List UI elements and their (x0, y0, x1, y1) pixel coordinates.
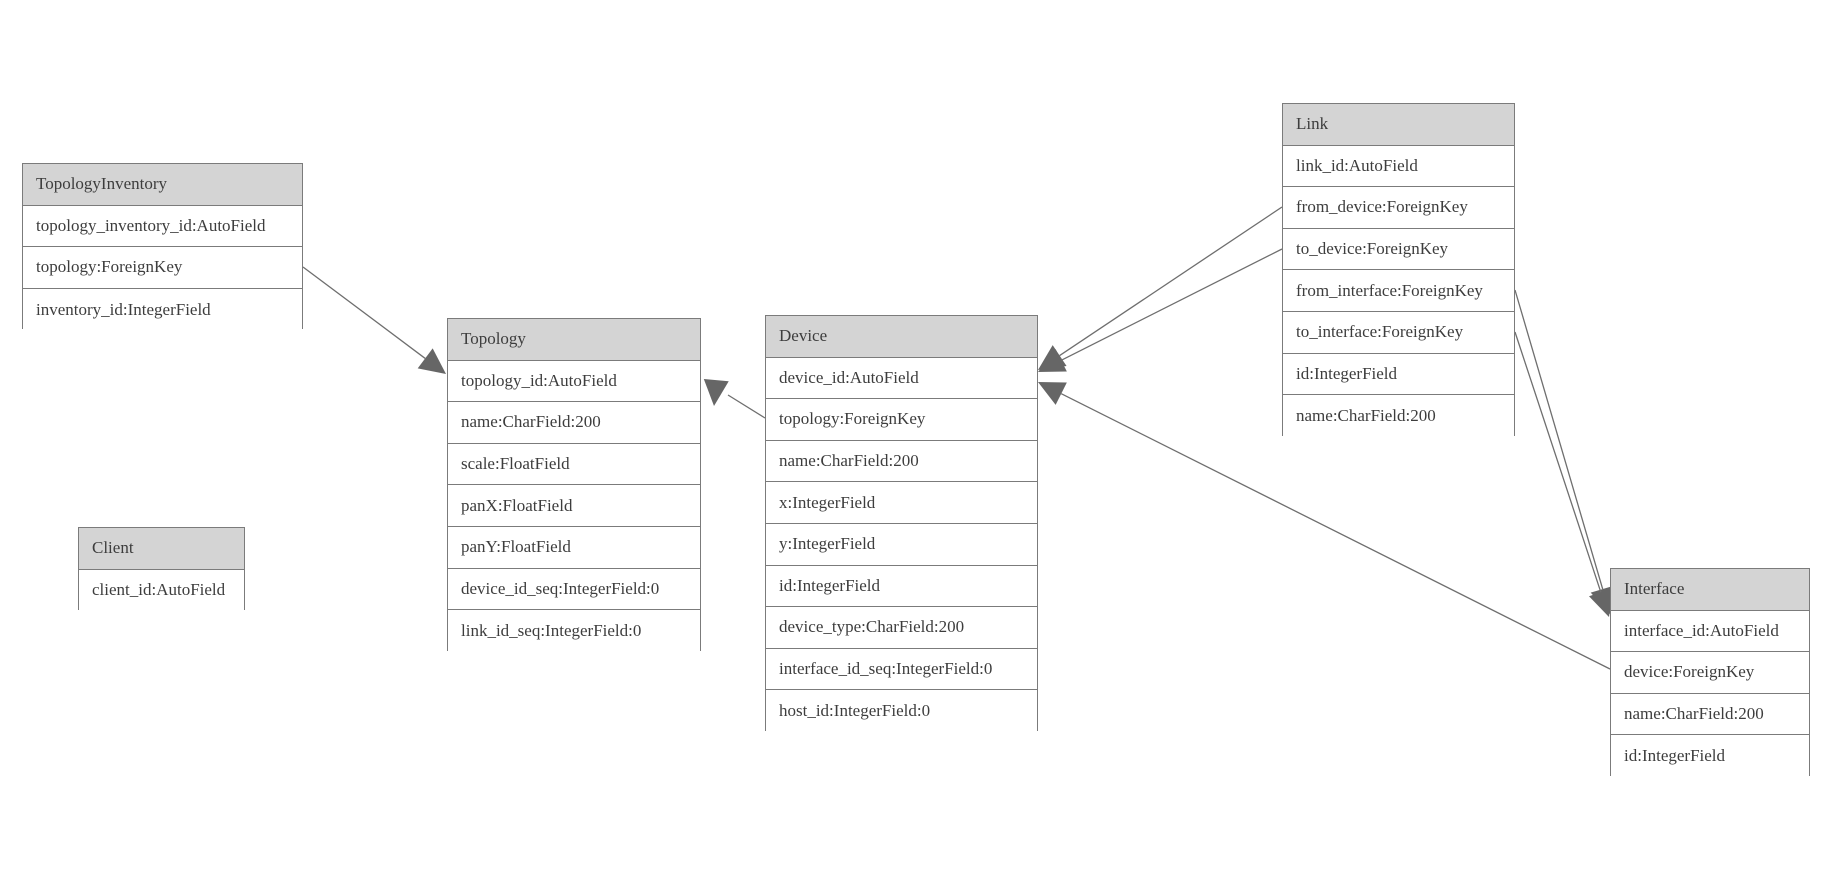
entity-header: Device (766, 316, 1037, 358)
entity-field-row: topology:ForeignKey (766, 399, 1037, 441)
entity-field-row: x:IntegerField (766, 482, 1037, 524)
entity-field-row: from_device:ForeignKey (1283, 187, 1514, 229)
entity-field-row: y:IntegerField (766, 523, 1037, 566)
entity-field-row: interface_id_seq:IntegerField:0 (766, 648, 1037, 691)
relationship-line-interface-device (1060, 393, 1611, 670)
entity-header: Topology (448, 319, 700, 361)
entity-field-row: link_id:AutoField (1283, 145, 1514, 188)
entity-field-row: client_id:AutoField (79, 569, 244, 612)
entity-field-row: to_device:ForeignKey (1283, 228, 1514, 271)
entity-header: TopologyInventory (23, 164, 302, 206)
entity-header: Link (1283, 104, 1514, 146)
relationship-line-link-from-device (1059, 206, 1283, 357)
entity-field-row: name:CharField:200 (766, 440, 1037, 483)
entity-field-row: from_interface:ForeignKey (1283, 270, 1514, 312)
entity-field-row: name:CharField:200 (1283, 395, 1514, 437)
entity-field-row: device:ForeignKey (1611, 652, 1809, 694)
entity-field-row: host_id:IntegerField:0 (766, 690, 1037, 732)
entity-field-row: interface_id:AutoField (1611, 610, 1809, 653)
entity-field-row: device_type:CharField:200 (766, 607, 1037, 649)
entity-field-row: topology_inventory_id:AutoField (23, 205, 302, 248)
entity-field-row: panX:FloatField (448, 485, 700, 527)
entity-field-row: scale:FloatField (448, 443, 700, 486)
entity-field-row: name:CharField:200 (1611, 693, 1809, 736)
relationship-line-link-to-device (1060, 248, 1283, 361)
arrowhead-topologyinventory-topology (417, 348, 446, 374)
relationship-line-topologyinventory-topology (302, 266, 426, 359)
entity-field-row: topology_id:AutoField (448, 360, 700, 403)
entity-field-row: device_id:AutoField (766, 357, 1037, 400)
relationship-line-device-topology (727, 394, 766, 419)
entity-field-row: id:IntegerField (766, 565, 1037, 608)
arrowhead-link-to-interface (1588, 588, 1613, 617)
entity-field-row: device_id_seq:IntegerField:0 (448, 568, 700, 611)
entity-field-row: topology:ForeignKey (23, 247, 302, 289)
entity-field-row: name:CharField:200 (448, 402, 700, 444)
entity-field-row: id:IntegerField (1611, 735, 1809, 777)
entity-field-row: inventory_id:IntegerField (23, 288, 302, 331)
entity-field-row: link_id_seq:IntegerField:0 (448, 610, 700, 652)
entity-header: Interface (1611, 569, 1809, 611)
entity-field-row: panY:FloatField (448, 526, 700, 569)
relationship-line-link-from-interface (1514, 289, 1604, 590)
entity-field-row: to_interface:ForeignKey (1283, 311, 1514, 354)
arrowhead-device-topology (703, 379, 729, 406)
arrowhead-interface-device (1038, 382, 1067, 405)
entity-header: Client (79, 528, 244, 570)
relationship-line-link-to-interface (1514, 331, 1602, 593)
entity-field-row: id:IntegerField (1283, 353, 1514, 396)
arrowhead-link-to-device (1038, 349, 1067, 372)
